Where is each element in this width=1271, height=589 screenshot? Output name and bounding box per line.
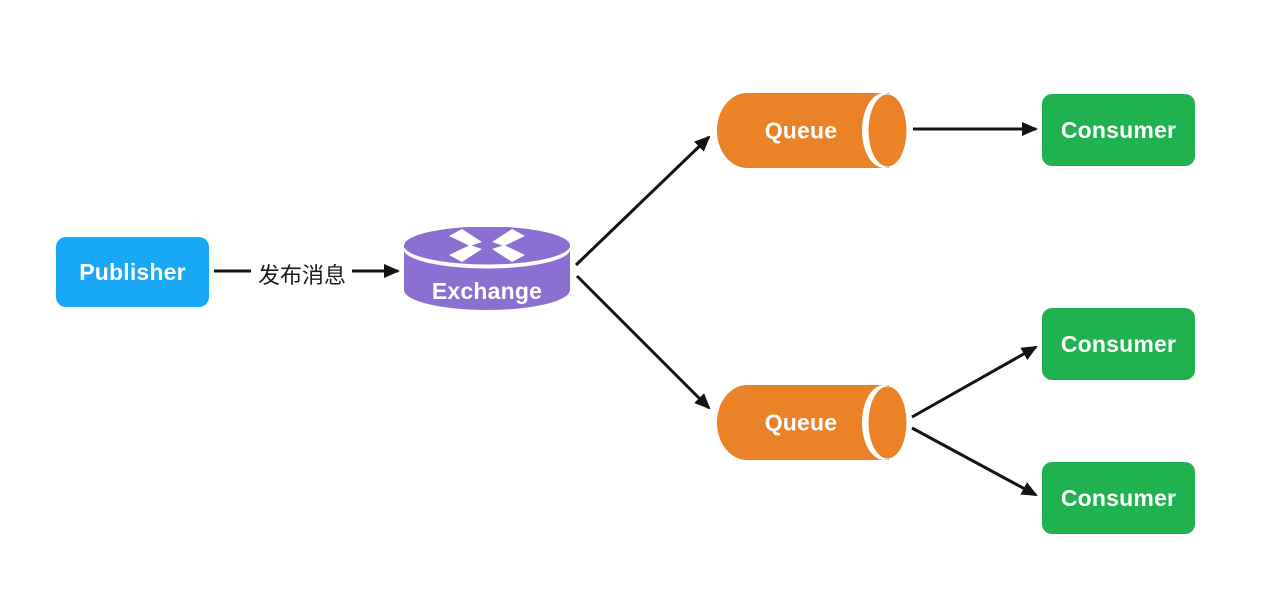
publisher-node: Publisher <box>56 237 209 307</box>
consumer-node-1: Consumer <box>1042 94 1195 166</box>
queue-cylinder-cap <box>868 94 907 167</box>
queue-cylinder <box>717 93 907 168</box>
exchange-cylinder <box>404 227 570 310</box>
exchange-cylinder-top <box>404 227 570 265</box>
consumer-label-1: Consumer <box>1060 116 1177 143</box>
consumer-label-3: Consumer <box>1060 484 1177 511</box>
queue-node-2: Queue <box>717 385 907 460</box>
queue-cylinder-cap <box>868 386 907 459</box>
consumer-node-3: Consumer <box>1042 462 1195 534</box>
edge-queue2-consumer3 <box>911 426 1038 497</box>
queue-cylinder-body <box>717 93 889 168</box>
queue-cylinder-body <box>717 385 889 460</box>
edge-queue2-consumer2 <box>911 345 1038 419</box>
queue-cylinder <box>717 385 907 460</box>
publisher-label: Publisher <box>79 258 186 285</box>
consumer-node-2: Consumer <box>1042 308 1195 380</box>
edge-exchange-queue2 <box>575 274 711 410</box>
exchange-node: Exchange <box>404 227 570 311</box>
consumer-label-2: Consumer <box>1060 330 1177 357</box>
routing-arrows-icon <box>449 229 525 262</box>
edge-label-publish: 发布消息 <box>257 263 346 288</box>
edge-exchange-queue1 <box>574 135 711 267</box>
queue-node-1: Queue <box>717 93 907 168</box>
